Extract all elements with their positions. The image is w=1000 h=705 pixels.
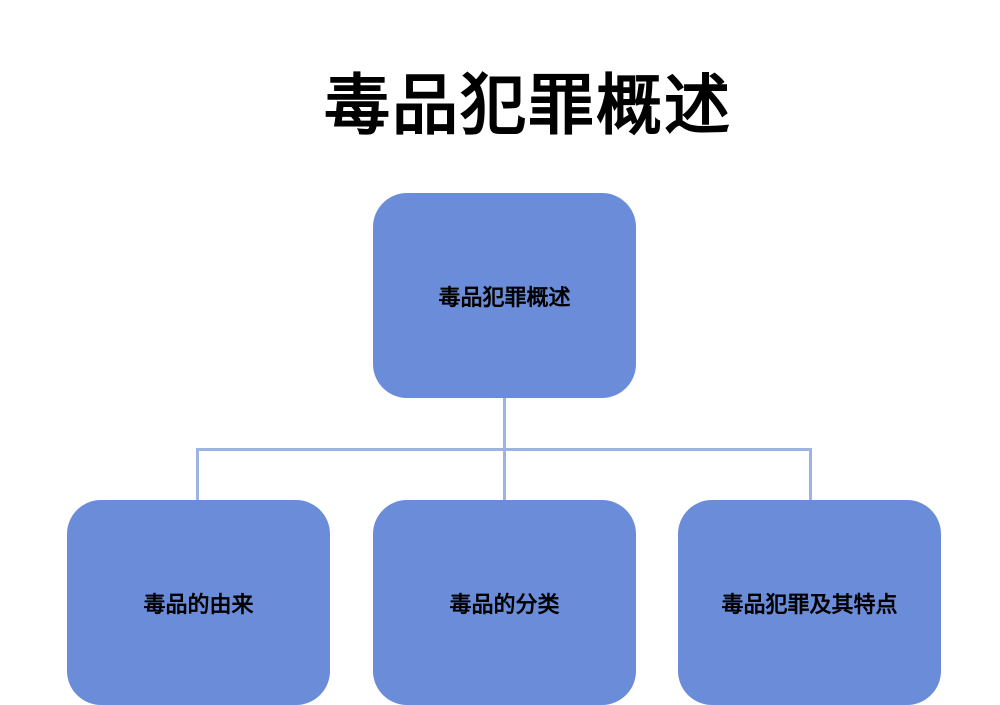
root-node: 毒品犯罪概述: [373, 193, 636, 398]
connector-child-1: [196, 448, 199, 500]
child-node-origin: 毒品的由来: [67, 500, 330, 705]
connector-child-3: [809, 448, 812, 500]
child-node-characteristics: 毒品犯罪及其特点: [678, 500, 941, 705]
connector-root-vertical: [503, 398, 506, 450]
child-node-label: 毒品的由来: [143, 591, 254, 618]
child-node-classification: 毒品的分类: [373, 500, 636, 705]
child-node-label: 毒品犯罪及其特点: [721, 591, 898, 618]
connector-child-2: [503, 448, 506, 500]
page-title: 毒品犯罪概述: [324, 66, 732, 144]
child-node-label: 毒品的分类: [449, 591, 560, 618]
root-node-label: 毒品犯罪概述: [438, 284, 571, 311]
